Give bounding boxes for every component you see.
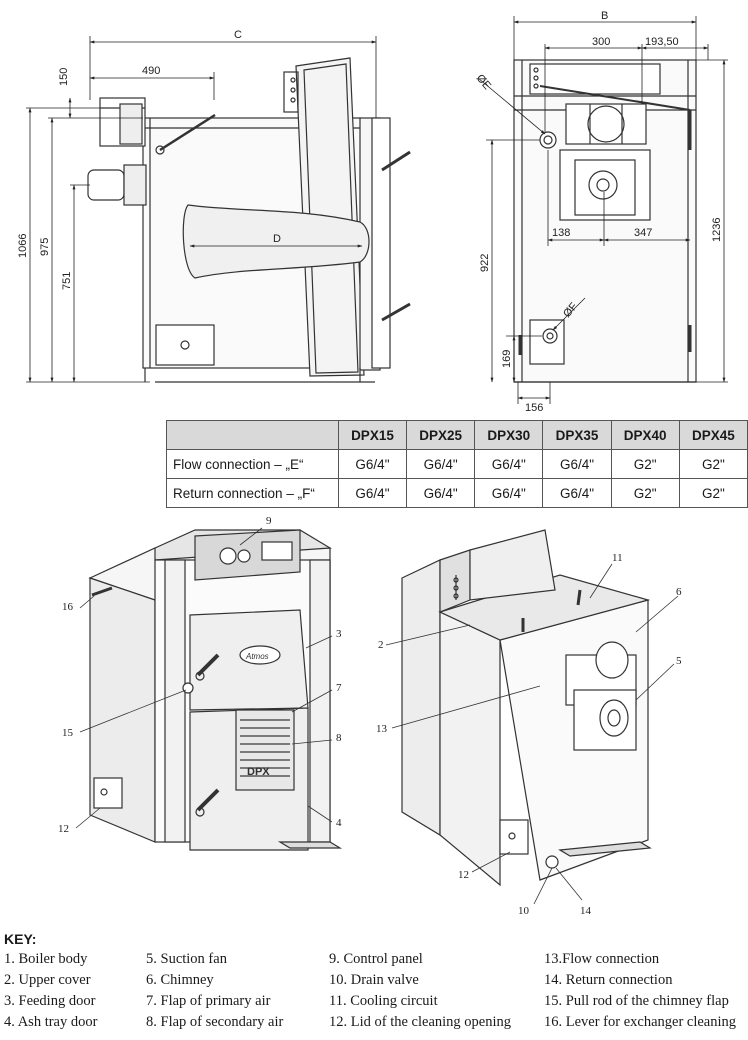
brand-logo: Atmos <box>245 652 269 661</box>
callout-3: 3 <box>336 628 342 640</box>
dim-C: C <box>234 29 242 41</box>
isometric-rear-callout-lines <box>385 563 679 905</box>
side-view-drawing <box>87 57 411 383</box>
technical-drawings: C 490 150 1066 975 751 D <box>17 10 728 917</box>
table-cell: G6/4" <box>406 478 476 508</box>
isometric-rear-boiler <box>401 529 652 887</box>
table-cell: G6/4" <box>542 449 612 479</box>
callout-4: 4 <box>336 817 342 829</box>
table-cell: G2" <box>678 478 748 508</box>
table-cell: G2" <box>678 449 748 479</box>
callout-11: 11 <box>612 552 623 564</box>
key-item: 13.Flow connection <box>544 951 660 967</box>
key-title: KEY: <box>4 931 37 947</box>
table-cell: G6/4" <box>474 449 544 479</box>
dim-347: 347 <box>634 227 652 239</box>
table-cell: G6/4" <box>406 449 476 479</box>
parts-key: KEY: 1. Boiler body 5. Suction fan 9. Co… <box>4 931 744 1032</box>
table-header-model: DPX45 <box>678 420 748 450</box>
callout-10: 10 <box>518 905 530 917</box>
table-cell: G2" <box>610 478 680 508</box>
dim-150: 150 <box>58 68 70 86</box>
key-item: 16. Lever for exchanger cleaning <box>544 1014 737 1030</box>
callout-14: 14 <box>580 905 592 917</box>
callout-7: 7 <box>336 682 342 694</box>
key-list: 1. Boiler body 5. Suction fan 9. Control… <box>4 950 744 1032</box>
key-item: 7. Flap of primary air <box>146 993 271 1009</box>
key-item: 11. Cooling circuit <box>329 993 438 1009</box>
callout-12-right: 12 <box>458 869 469 881</box>
dim-975: 975 <box>39 238 51 256</box>
key-item: 12. Lid of the cleaning opening <box>329 1014 512 1030</box>
front-view-dimension-labels: B 300 193,50 ØE 1236 922 138 347 ØF 169 … <box>474 10 723 414</box>
table-cell: G6/4" <box>337 449 408 479</box>
table-header-model: DPX35 <box>542 420 612 450</box>
dim-B: B <box>601 10 608 22</box>
key-item: 15. Pull rod of the chimney flap <box>544 993 729 1009</box>
dim-922: 922 <box>479 254 491 272</box>
front-view-dimension-lines <box>477 16 728 404</box>
table-header-model: DPX30 <box>474 420 544 450</box>
table-header-model: DPX15 <box>337 420 408 450</box>
callout-8: 8 <box>336 732 342 744</box>
table-cell: G6/4" <box>337 478 408 508</box>
dim-193-50: 193,50 <box>645 36 679 48</box>
key-item: 14. Return connection <box>544 972 673 988</box>
dim-490: 490 <box>142 65 160 77</box>
dim-1066: 1066 <box>17 234 29 258</box>
isometric-front-callout-lines <box>75 527 333 829</box>
table-row-label: Return connection – „F“ <box>166 478 339 508</box>
table-cell: G6/4" <box>542 478 612 508</box>
dim-156: 156 <box>525 402 543 414</box>
key-item: 3. Feeding door <box>4 993 96 1009</box>
side-view-dimension-lines <box>26 36 377 383</box>
dim-138: 138 <box>552 227 570 239</box>
table-header-row: DPX15 DPX25 DPX30 DPX35 DPX40 DPX45 <box>166 420 748 450</box>
table-row: Flow connection – „E“ G6/4" G6/4" G6/4" … <box>166 449 748 479</box>
dim-300: 300 <box>592 36 610 48</box>
callout-5: 5 <box>676 655 682 667</box>
dim-169: 169 <box>501 350 513 368</box>
callout-12-left: 12 <box>58 823 69 835</box>
key-item: 2. Upper cover <box>4 972 91 988</box>
isometric-front-callouts: 9 16 3 7 15 8 4 12 <box>58 515 342 835</box>
table-row: Return connection – „F“ G6/4" G6/4" G6/4… <box>166 478 748 508</box>
table-header-model: DPX40 <box>610 420 680 450</box>
callout-6: 6 <box>676 586 682 598</box>
front-view-drawing <box>513 59 697 383</box>
side-view-dimension-labels: C 490 150 1066 975 751 D <box>17 29 281 290</box>
model-mark: DPX <box>247 766 270 778</box>
key-item: 9. Control panel <box>329 951 423 967</box>
key-item: 6. Chimney <box>146 972 214 988</box>
key-item: 10. Drain valve <box>329 972 419 988</box>
key-item: 1. Boiler body <box>4 951 88 967</box>
callout-15: 15 <box>62 727 74 739</box>
connection-spec-table: DPX15 DPX25 DPX30 DPX35 DPX40 DPX45 Flow… <box>166 420 748 508</box>
isometric-front-boiler <box>88 529 343 851</box>
callout-2: 2 <box>378 639 384 651</box>
key-item: 8. Flap of secondary air <box>146 1014 284 1030</box>
key-item: 5. Suction fan <box>146 951 227 967</box>
callout-13: 13 <box>376 723 388 735</box>
key-item: 4. Ash tray door <box>4 1014 98 1030</box>
dim-D: D <box>273 233 281 245</box>
table-cell: G6/4" <box>474 478 544 508</box>
table-corner-cell <box>166 420 339 450</box>
dim-E: ØE <box>474 72 493 92</box>
callout-9: 9 <box>266 515 272 527</box>
isometric-rear-callouts: 11 6 2 5 13 12 10 14 <box>376 552 682 917</box>
table-cell: G2" <box>610 449 680 479</box>
isometric-front-product-marks: Atmos DPX <box>245 652 270 778</box>
callout-16: 16 <box>62 601 74 613</box>
dim-751: 751 <box>61 272 73 290</box>
dim-1236: 1236 <box>711 218 723 242</box>
table-header-model: DPX25 <box>406 420 476 450</box>
table-row-label: Flow connection – „E“ <box>166 449 339 479</box>
